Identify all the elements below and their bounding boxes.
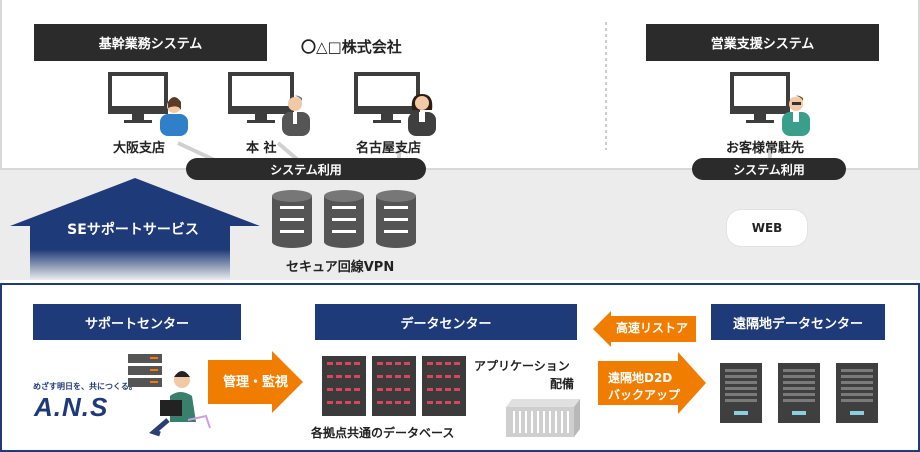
remote-datacenter-title: 遠隔地データセンター: [711, 304, 885, 340]
site-label-nagoya: 名古屋支店: [356, 141, 422, 156]
fast-restore-arrow-icon: [593, 311, 696, 347]
shared-db-label: 各拠点共通のデータベース: [311, 426, 455, 440]
data-center-title: データセンター: [315, 304, 577, 340]
d2d-backup-line1: 遠隔地D2D: [608, 371, 673, 385]
manage-monitor-arrow-icon: [208, 351, 303, 413]
system-use-pill-right: システム利用: [692, 158, 846, 180]
system-use-pill-left: システム利用: [186, 158, 426, 180]
monitor-nagoya-icon: [354, 72, 436, 136]
core-system-title: 基幹業務システム: [34, 24, 267, 61]
app-server-icon: [506, 399, 580, 437]
sales-system-title: 営業支援システム: [646, 24, 879, 61]
d2d-backup-line2: バックアップ: [608, 388, 681, 402]
ans-tagline: めざす明日を、共につくる。: [33, 382, 137, 391]
app-deploy-line1: アプリケーション: [474, 359, 570, 373]
remote-servers-icon: [720, 363, 878, 423]
site-label-client-site: お客様常駐先: [726, 141, 805, 156]
support-operator-icon: [128, 354, 211, 437]
datacenter-servers-icon: [322, 356, 466, 416]
vpn-database-icon: [272, 190, 416, 248]
monitor-osaka-icon: [108, 72, 188, 136]
d2d-backup-arrow-icon: [598, 352, 706, 414]
monitor-client-site-icon: [730, 72, 810, 136]
site-label-osaka: 大阪支店: [113, 141, 166, 156]
web-node: WEB: [727, 210, 807, 246]
monitor-headoffice-icon: [228, 72, 310, 136]
support-center-title: サポートセンター: [33, 304, 241, 340]
se-support-label: SEサポートサービス: [67, 222, 199, 238]
ans-logo: A.N.S: [34, 392, 109, 422]
site-label-headoffice: 本 社: [246, 141, 277, 156]
company-name: 〇△□株式会社: [301, 38, 402, 56]
se-support-arrow-icon: [10, 178, 260, 280]
manage-monitor-label: 管理・監視: [223, 375, 289, 390]
vpn-label: セキュア回線VPN: [286, 260, 395, 275]
app-deploy-line2: 配備: [550, 377, 575, 391]
fast-restore-label: 高速リストア: [616, 321, 689, 335]
